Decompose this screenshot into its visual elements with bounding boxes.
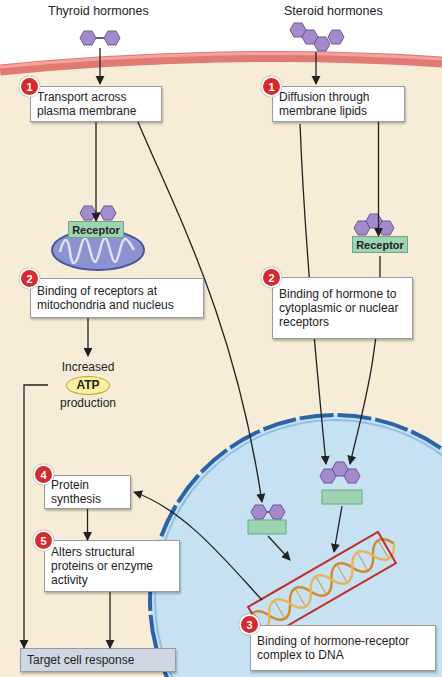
steroid-receptor-complex [320,462,362,504]
callout-number: 5 [33,530,54,551]
process-box: Diffusion through membrane lipids [272,86,405,122]
nucleus [150,415,442,677]
node-text: Target cell response [27,653,134,667]
flow-arrow [378,122,379,236]
process-box: Binding of hormone to cytoplasmic or nuc… [272,277,413,339]
thyroid-hormone-bound [80,206,116,220]
process-box: Transport across plasma membrane [30,86,162,122]
atp-node: IncreasedATPproduction [48,356,128,414]
callout-number: 3 [239,614,260,635]
callout-number: 2 [261,267,282,288]
node-text: Receptor [72,224,120,236]
hormone-label: Thyroid hormones [48,4,149,18]
callout-number: 4 [33,464,54,485]
steroid-hormone [290,23,344,51]
membrane-highlight [0,53,442,67]
process-box: Protein synthesis [44,475,131,509]
node-text: Receptor [356,239,404,251]
node-text: Binding of hormone-receptor complex to D… [257,634,409,662]
node-text: Binding of receptors at mitochondria and… [37,284,174,312]
callout-number: 1 [261,76,282,97]
steroid-hormone-bound [354,214,394,235]
plasma-membrane [0,56,442,70]
nucleus-inner [155,420,442,677]
receptor-box: Receptor [352,236,408,253]
node-text: Protein synthesis [51,478,101,506]
thyroid-receptor-complex [248,505,286,534]
node-text: ATP [66,376,109,395]
flow-arrow [95,122,96,221]
node-text: production [60,396,116,410]
hormone-label: Steroid hormones [284,4,383,18]
node-text: Diffusion through membrane lipids [279,90,370,118]
flow-arrow [87,318,88,356]
callout-number: 1 [19,76,40,97]
node-text: Transport across plasma membrane [37,90,136,118]
thyroid-hormone [80,31,120,45]
callout-number: 2 [19,268,40,289]
node-text: Binding of hormone to cytoplasmic or nuc… [279,287,398,329]
process-box: Binding of receptors at mitochondria and… [30,278,204,318]
flow-arrow [24,385,48,648]
flow-arrow [109,592,110,648]
node-text: Increased [62,360,115,374]
node-text: Alters structural proteins or enzyme act… [51,545,153,587]
process-box: Alters structural proteins or enzyme act… [44,540,180,592]
receptor-box: Receptor [68,221,124,238]
result-box: Target cell response [20,648,176,672]
flow-arrow [87,509,88,540]
process-box: Binding of hormone-receptor complex to D… [250,625,436,671]
